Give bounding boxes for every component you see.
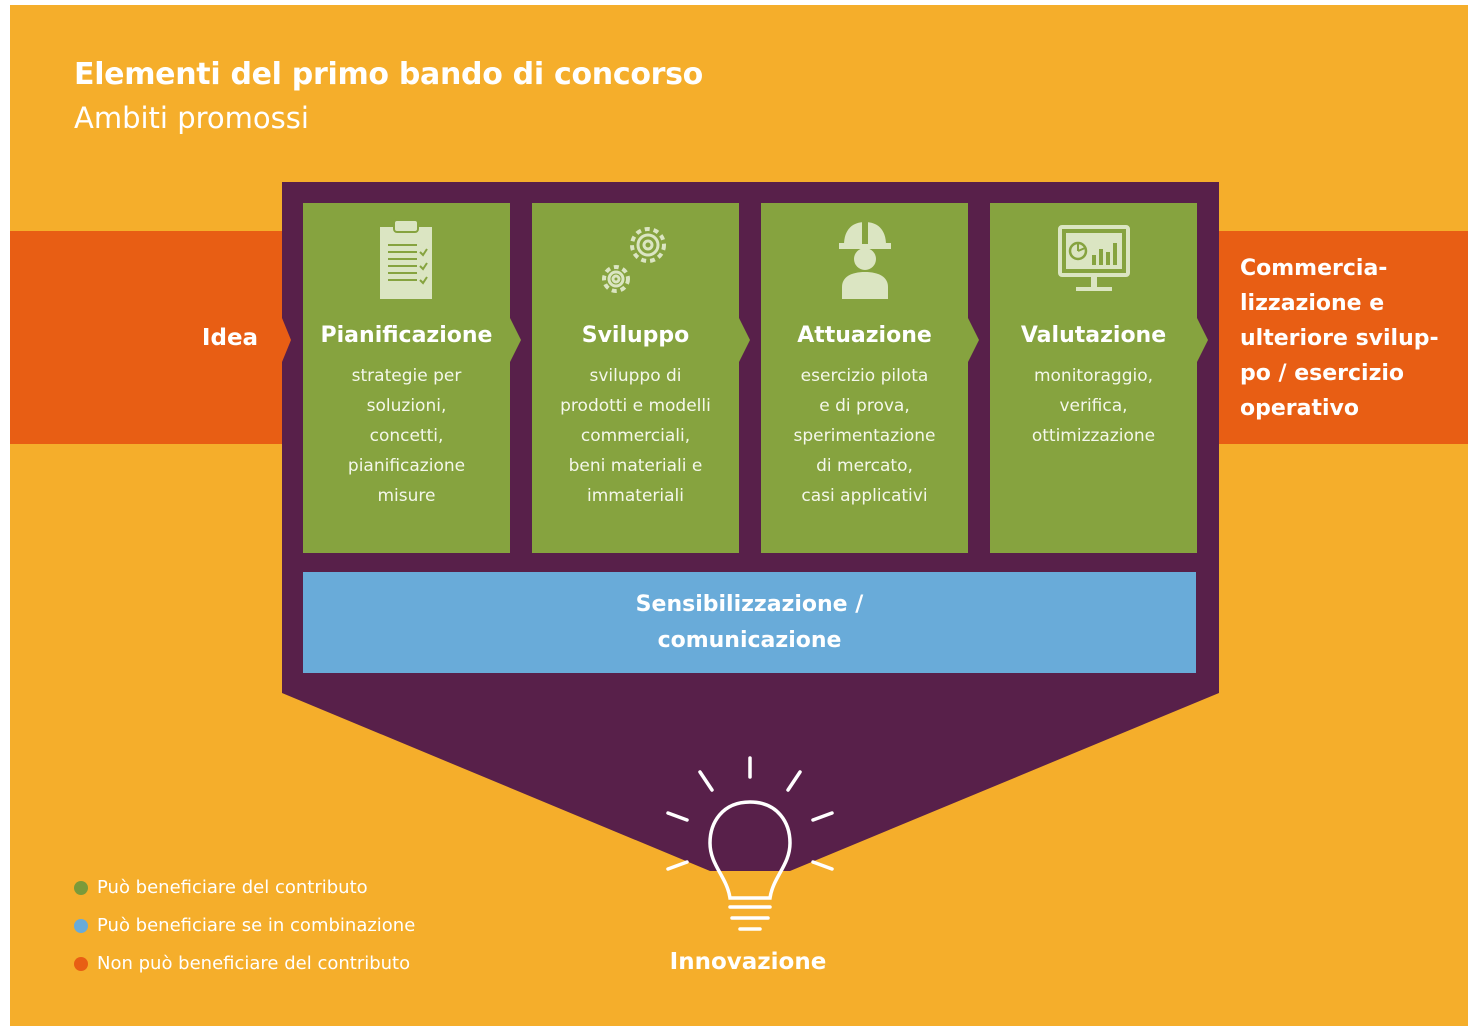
bar-label-line: Sensibilizzazione / [635, 591, 864, 617]
stage-sviluppo: Sviluppo sviluppo di prodotti e modelli … [532, 203, 739, 553]
stage-title: Valutazione [1020, 323, 1167, 348]
flow-start-label: Idea [201, 325, 259, 351]
chevron-arrow [1197, 318, 1208, 362]
legend-item: Può beneficiare se in combinazione [74, 915, 415, 936]
stage-description: sviluppo di prodotti e modelli commercia… [532, 361, 739, 511]
flow-end-label-line: Commercia- [1240, 256, 1388, 281]
diagram-subtitle: Ambiti promossi [74, 101, 309, 135]
chevron-arrow [282, 318, 291, 362]
stage-description-line: sviluppo di [589, 366, 682, 386]
bar-label-line: comunicazione [657, 627, 842, 653]
stage-description: monitoraggio, verifica, ottimizzazione [990, 361, 1197, 451]
stage-description-line: soluzioni, [366, 396, 447, 416]
sensibilizzazione-bar: Sensibilizzazione / comunicazione [303, 572, 1196, 673]
stage-pianificazione: Pianificazione strategie per soluzioni, … [303, 203, 510, 553]
stage-attuazione: Attuazione esercizio pilota e di prova, … [761, 203, 968, 553]
stage-description-line: prodotti e modelli [560, 396, 711, 416]
legend-item: Può beneficiare del contributo [74, 877, 368, 898]
diagram-title: Elementi del primo bando di concorso [74, 57, 703, 92]
legend-dot-orange [74, 956, 88, 971]
stage-description-line: esercizio pilota [800, 366, 929, 386]
stage-description-line: monitoraggio, [1033, 366, 1154, 386]
gears-icon [594, 217, 678, 305]
stage-description-line: casi applicativi [801, 486, 928, 506]
stage-description: strategie per soluzioni, concetti, piani… [303, 361, 510, 511]
flow-end-label-line: operativo [1240, 396, 1359, 421]
diagram-shapes [10, 182, 1468, 931]
diagram-canvas: Elementi del primo bando di concorso Amb… [10, 5, 1468, 1026]
stage-description-line: sperimentazione [793, 426, 936, 446]
legend-dot-blue [74, 918, 88, 933]
legend-label: Può beneficiare del contributo [97, 877, 368, 898]
stage-description-line: beni materiali e [568, 456, 703, 476]
flow-end-label: Commercia- lizzazione e ulteriore svilup… [1240, 251, 1460, 426]
flow-end-label-line: po / esercizio [1240, 361, 1405, 386]
stage-description-line: pianificazione [347, 456, 466, 476]
stage-title: Attuazione [797, 323, 932, 348]
legend-label: Non può beneficiare del contributo [97, 953, 411, 974]
stage-description-line: ottimizzazione [1031, 426, 1156, 446]
legend-label: Può beneficiare se in combinazione [97, 915, 416, 936]
lightbulb-icon [666, 756, 834, 931]
stage-description-line: immateriali [587, 486, 684, 506]
stage-valutazione: Valutazione monitoraggio, verifica, otti… [990, 203, 1197, 553]
stage-title: Sviluppo [581, 323, 690, 348]
chevron-arrow [510, 318, 521, 362]
chevron-arrow [739, 318, 750, 362]
clipboard-icon [377, 217, 437, 305]
legend-dot-green [74, 880, 88, 895]
stage-description-line: concetti, [369, 426, 444, 446]
stage-title: Pianificazione [320, 323, 493, 348]
worker-icon [835, 217, 895, 305]
innovazione-label: Innovazione [669, 949, 827, 975]
flow-end-label-line: ulteriore svilup- [1240, 326, 1439, 351]
stage-description-line: commerciali, [580, 426, 691, 446]
stage-description-line: e di prova, [819, 396, 910, 416]
chevron-arrow [968, 318, 979, 362]
flow-end-label-line: lizzazione e [1240, 291, 1385, 316]
monitor-chart-icon [1056, 217, 1132, 305]
stage-description-line: verifica, [1059, 396, 1128, 416]
stage-box [532, 203, 739, 553]
legend-item: Non può beneficiare del contributo [74, 953, 410, 974]
stage-description: esercizio pilota e di prova, sperimentaz… [761, 361, 968, 511]
stage-description-line: di mercato, [816, 456, 913, 476]
stage-description-line: misure [377, 486, 436, 506]
stage-description-line: strategie per [351, 366, 462, 386]
funnel-frame [282, 182, 1219, 871]
